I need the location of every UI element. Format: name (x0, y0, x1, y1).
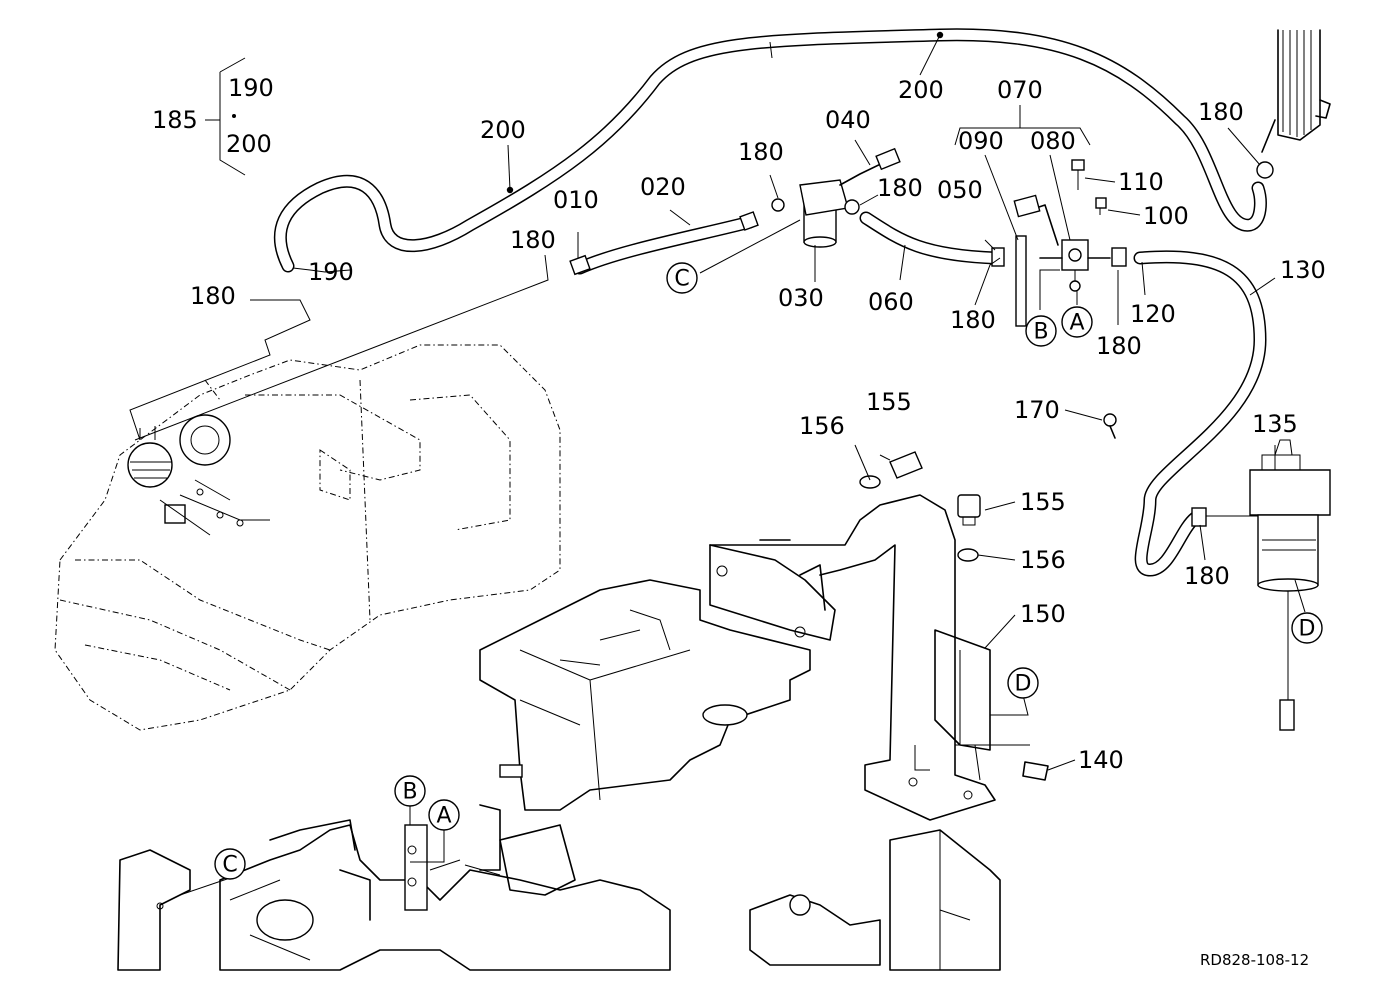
label-180-feed: 180 (510, 226, 556, 254)
fuel-pump-080 (1013, 159, 1127, 327)
leader-lines (129, 34, 1306, 896)
svg-text:A: A (1069, 311, 1084, 336)
label-190-clamp: 190 (308, 258, 354, 286)
label-080: 080 (1030, 127, 1076, 155)
svg-text:B: B (402, 780, 417, 805)
svg-text:B: B (1033, 320, 1048, 345)
svg-text:D: D (1015, 672, 1032, 697)
label-200-hose-top: 200 (898, 76, 944, 104)
hose-130 (1133, 250, 1267, 577)
label-180-pump-out: 180 (1096, 332, 1142, 360)
label-030: 030 (778, 284, 824, 312)
label-155-upper: 155 (866, 388, 912, 416)
clamp-170 (1103, 413, 1117, 439)
machine-frame (117, 579, 1001, 971)
fuel-filter-030 (771, 147, 901, 248)
hose-060 (859, 211, 1005, 267)
label-130: 130 (1280, 256, 1326, 284)
svg-text:A: A (436, 804, 451, 829)
label-040: 040 (825, 106, 871, 134)
support-bracket-150 (709, 451, 1049, 821)
label-190-kit: 190 (228, 74, 274, 102)
label-200-kit: 200 (226, 130, 272, 158)
label-180-cooler: 180 (1198, 98, 1244, 126)
ref-marker-a-lower: A (428, 799, 460, 831)
label-156-lower: 156 (1020, 546, 1066, 574)
svg-text:C: C (222, 853, 237, 878)
ref-marker-d-bracket: D (1007, 667, 1039, 699)
label-170: 170 (1014, 396, 1060, 424)
feed-hose-020 (569, 211, 759, 276)
label-180-tank: 180 (190, 282, 236, 310)
label-020: 020 (640, 173, 686, 201)
label-180-filter-out: 180 (877, 174, 923, 202)
svg-text:D: D (1299, 617, 1316, 642)
label-050: 050 (937, 176, 983, 204)
label-200-hose-left: 200 (480, 116, 526, 144)
ref-marker-b-lower: B (394, 775, 426, 807)
label-180-pump-in: 180 (950, 306, 996, 334)
label-090: 090 (958, 127, 1004, 155)
label-156-upper: 156 (799, 412, 845, 440)
fuel-cooler-assembly (1256, 29, 1331, 179)
label-120: 120 (1130, 300, 1176, 328)
ref-marker-d-separator: D (1291, 612, 1323, 644)
ref-marker-a-upper: A (1061, 306, 1093, 338)
ref-marker-b-upper: B (1025, 315, 1057, 347)
label-060: 060 (868, 288, 914, 316)
return-hose-200 (273, 28, 1267, 273)
part-labels: 185 190 200 200 200 190 180 180 010 020 … (152, 74, 1326, 774)
label-070: 070 (997, 76, 1043, 104)
label-010: 010 (553, 186, 599, 214)
label-150: 150 (1020, 600, 1066, 628)
ref-marker-c-lower: C (214, 848, 246, 880)
label-155-lower: 155 (1020, 488, 1066, 516)
water-separator-135 (1191, 439, 1331, 731)
svg-text:C: C (674, 267, 689, 292)
label-180-separator: 180 (1184, 562, 1230, 590)
label-135: 135 (1252, 410, 1298, 438)
label-140: 140 (1078, 746, 1124, 774)
ref-marker-c-upper: C (666, 262, 698, 294)
reference-markers: C A B D D B A C (214, 262, 1323, 880)
label-100: 100 (1143, 202, 1189, 230)
fuel-tank (54, 344, 561, 731)
label-180-filter-in: 180 (738, 138, 784, 166)
label-185: 185 (152, 106, 198, 134)
drawing-code: RD828-108-12 (1200, 951, 1309, 969)
label-110: 110 (1118, 168, 1164, 196)
